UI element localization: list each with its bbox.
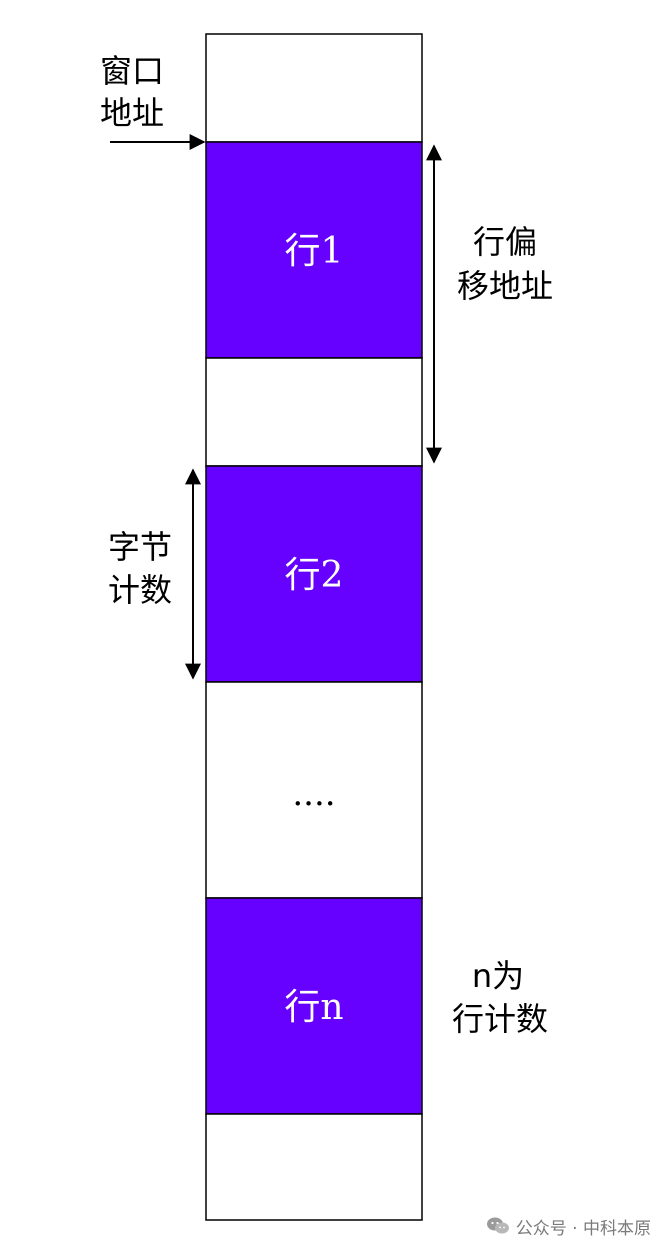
wechat-icon: [486, 1217, 509, 1234]
row-count-line-1: n为: [472, 957, 524, 995]
row-1-label: 行1: [285, 231, 344, 272]
row-offset-line-1: 行偏: [473, 223, 537, 261]
memory-column: 行1 行2 .... 行n: [205, 33, 423, 1221]
block-ellipsis: [205, 681, 423, 899]
ellipsis-label: ....: [292, 774, 335, 814]
window-address-line-1: 窗口: [100, 52, 164, 90]
row-count-line-2: 行计数: [452, 1000, 548, 1038]
window-address-line-2: 地址: [100, 94, 164, 132]
watermark: 公众号 · 中科本原: [486, 1214, 651, 1239]
byte-count-annotation: 字节 计数: [108, 468, 201, 680]
byte-count-line-1: 字节: [108, 528, 172, 566]
watermark-text: 公众号 · 中科本原: [515, 1218, 651, 1239]
row-offset-annotation: 行偏 移地址: [426, 144, 553, 464]
row-2-label: 行2: [285, 555, 344, 596]
block-row-1: [205, 141, 423, 359]
row-offset-line-2: 移地址: [457, 267, 553, 305]
byte-count-line-2: 计数: [108, 571, 172, 609]
block-row-n: [205, 897, 423, 1115]
block-bottom-empty: [205, 1113, 423, 1221]
window-address-annotation: 窗口 地址: [100, 52, 206, 150]
row-count-annotation: n为 行计数: [452, 957, 548, 1038]
block-gap-1: [205, 357, 423, 467]
block-row-2: [205, 465, 423, 683]
block-top-empty: [205, 33, 423, 143]
row-n-label: 行n: [284, 987, 343, 1028]
